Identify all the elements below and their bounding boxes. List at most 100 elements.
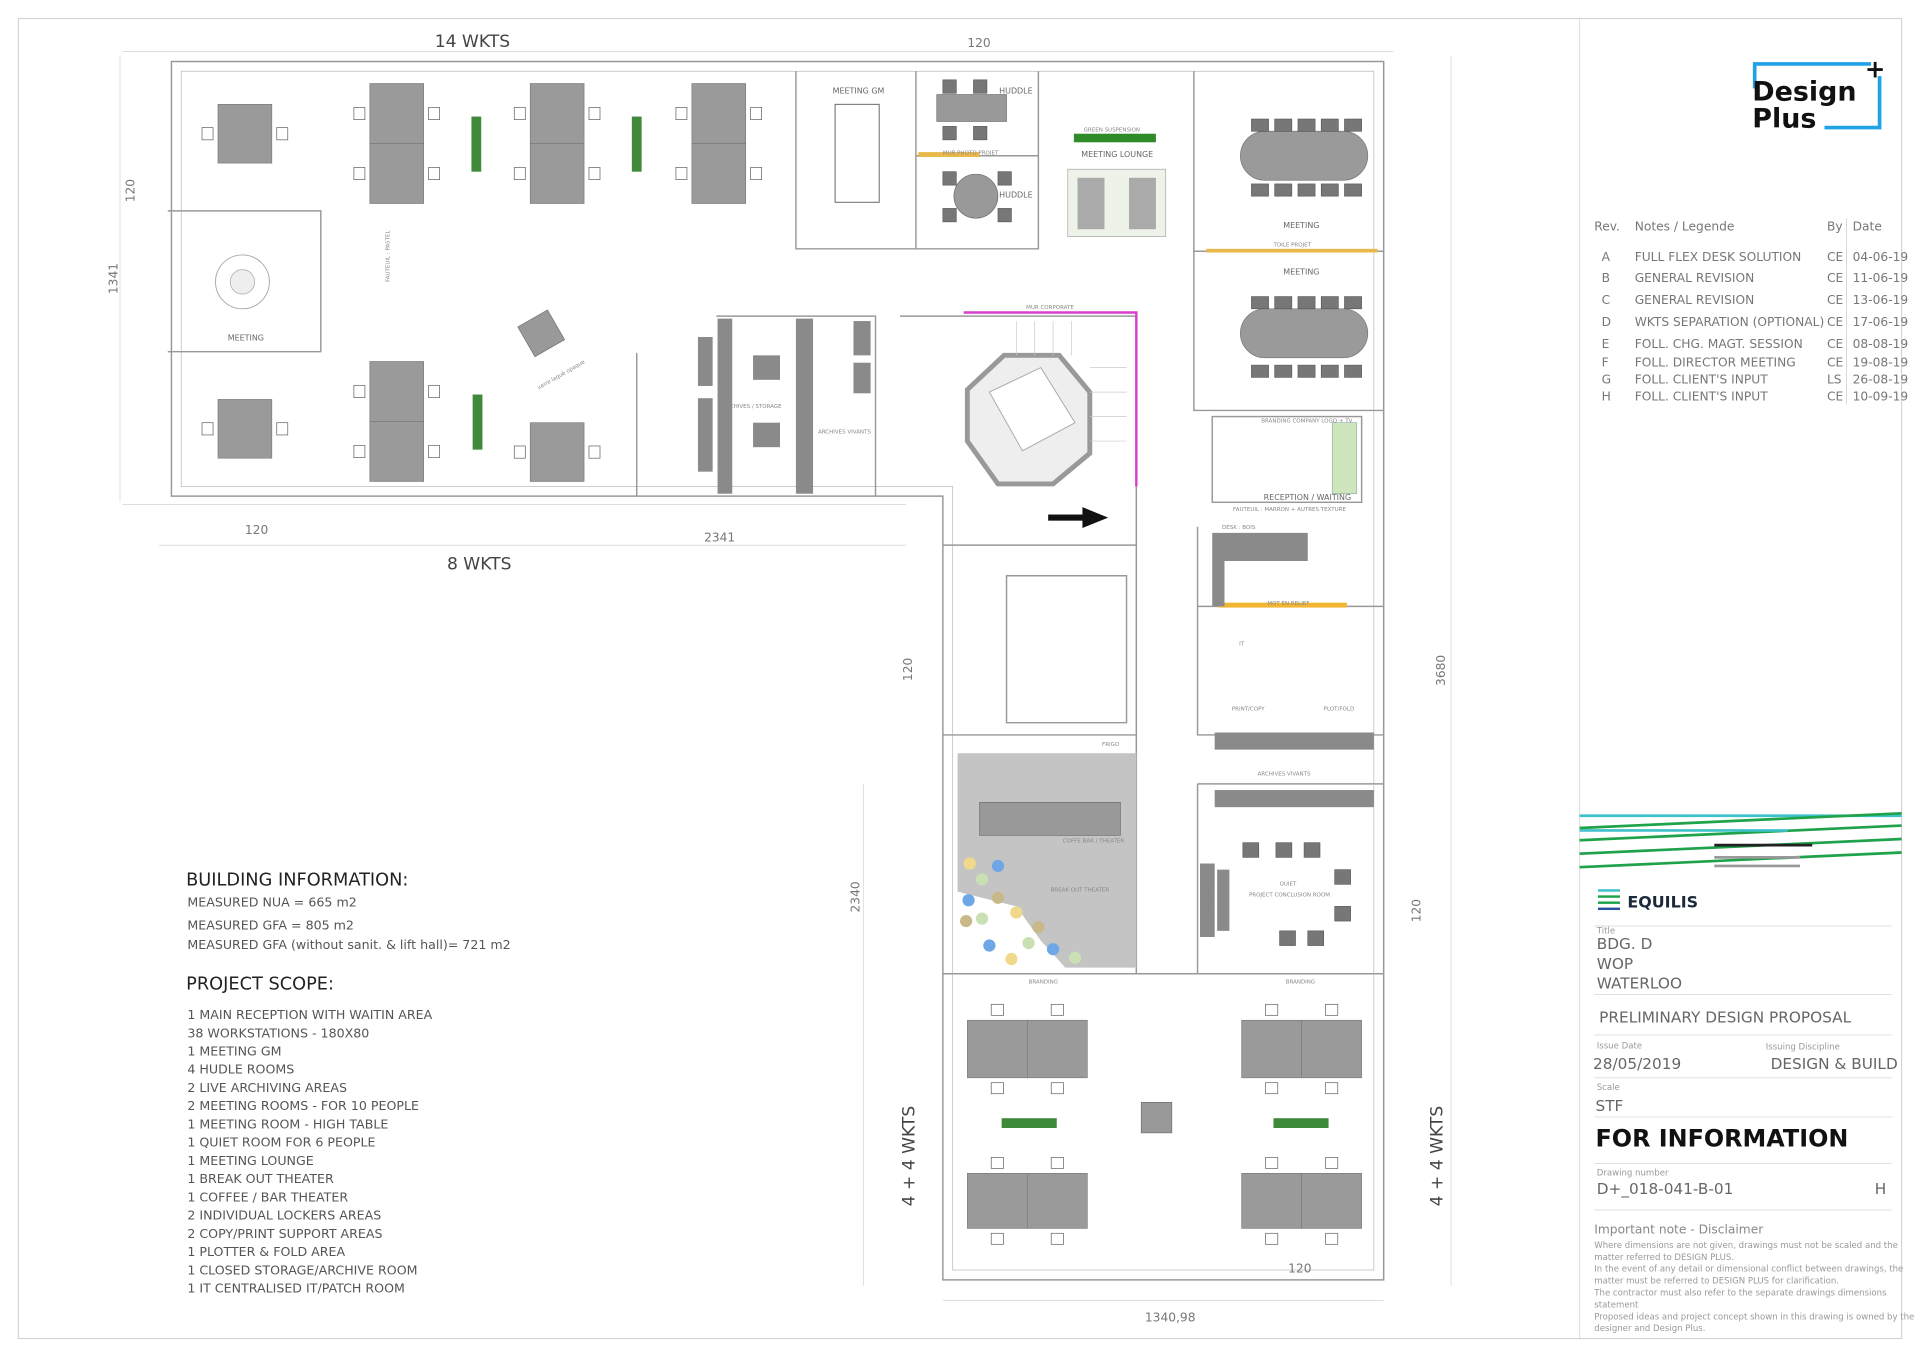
room-note: BRANDING [1286,980,1315,986]
disclaimer-line: matter must be referred to DESIGN PLUS f… [1594,1277,1839,1287]
breakout-stools [960,857,1082,966]
lift-core [964,321,1127,487]
workstation-desk [369,361,424,422]
title-block-rules [1594,925,1892,1211]
workstation-desk [529,422,585,482]
building-info-line: MEASURED GFA (without sanit. & lift hall… [187,937,510,952]
notes-header: Notes / Legende [1635,219,1735,233]
archive-cabinets [1214,790,1374,808]
room-label-meeting-gm: MEETING GM [833,86,885,95]
revision-note: FOLL. DIRECTOR MEETING [1635,355,1796,369]
meeting-chair [1251,296,1269,310]
title-label: Title [1596,926,1615,936]
revision-note: FOLL. CLIENT'S INPUT [1635,390,1769,404]
office-chair [1265,1082,1279,1095]
dim-label: 120 [967,36,990,50]
workstation-desk [369,421,424,482]
project-scope-item: 2 COPY/PRINT SUPPORT AREAS [187,1226,382,1241]
workstation-desk [1027,1173,1088,1229]
client-name: EQUILIS [1627,893,1698,912]
room-note: BRANDING COMPANY LOGO + TV [1261,419,1352,425]
dim-label: 2341 [704,530,735,544]
revision-note: FOLL. CLIENT'S INPUT [1635,373,1769,387]
dim-label: 1341 [107,263,121,294]
office-chair [588,107,601,121]
project-scope-item: 1 QUIET ROOM FOR 6 PEOPLE [187,1135,375,1150]
date-header: Date [1853,219,1882,233]
rev-header: Rev. [1594,219,1620,233]
room-note: FAUTEUIL : MARRON + AUTRES TEXTURE [1233,507,1346,513]
meeting-chair [1344,296,1362,310]
revision-by: CE [1827,337,1843,351]
room-label-archives-vivants: ARCHIVES VIVANTS [1258,771,1311,777]
corporate-wall [963,311,1138,487]
revision-note: GENERAL REVISION [1635,293,1755,307]
office-chair [353,444,366,458]
revision-rev: G [1602,373,1611,387]
disclaimer-line: statement [1594,1300,1639,1310]
revision-by: CE [1827,250,1843,264]
revision-rev: C [1602,293,1611,307]
meeting-chair [1251,118,1269,132]
design-plus-logo: Design Plus + [1752,54,1885,134]
workstation-desks [201,83,1362,1245]
room-note: MUR CORPORATE [1026,305,1074,311]
meeting-chair [1242,842,1260,858]
workstation-desk [217,104,273,164]
office-chair [990,1157,1004,1169]
office-chair [353,167,366,181]
title-line: WATERLOO [1597,974,1682,992]
green-suspension [1073,133,1156,143]
meeting-chair [1274,183,1293,197]
revision-by: CE [1827,355,1843,369]
scale: STF [1596,1097,1624,1115]
room-note: BRANDING [1029,980,1058,986]
revision-date: 10-09-19 [1853,390,1909,404]
project-scope-item: 4 HUDLE ROOMS [187,1062,294,1077]
meeting-chair [1320,364,1339,378]
photo-wall-strip [918,152,980,157]
huddle-chair [997,208,1012,223]
room-label-print-copy: PRINT/COPY [1232,706,1265,712]
project-scope-item: 2 MEETING ROOMS - FOR 10 PEOPLE [187,1098,419,1113]
office-chair [990,1232,1004,1245]
room-label-it: IT [1239,642,1245,648]
revision-note: GENERAL REVISION [1635,271,1755,285]
sheet-border [17,18,1903,1340]
archive-cabinets [1214,732,1374,750]
status-text: FOR INFORMATION [1596,1124,1849,1152]
project-scope-item: 1 MEETING LOUNGE [187,1153,313,1168]
dim-label: 3680 [1434,655,1448,686]
project-scope-item: 1 MEETING ROOM - HIGH TABLE [187,1116,388,1131]
office-chair [1265,1003,1279,1016]
revision-note: WKTS SEPARATION (OPTIONAL) [1635,315,1825,329]
room-label-huddle: HUDDLE [999,190,1032,199]
huddle-chair [942,171,957,186]
meeting-chair [1297,364,1316,378]
workstation-desk [1027,1019,1088,1079]
room-note: DESK : BOIS [1222,525,1256,531]
disclaimer-text: Where dimensions are not given, drawings… [1593,1241,1914,1334]
workstation-desk [217,399,273,459]
logo-plus-icon: + [1865,54,1886,83]
lockers [1200,863,1215,937]
office-chair [428,107,440,121]
meeting-chair [1297,118,1316,132]
room-note: LOCKERS [1207,887,1213,913]
dimension-lines [119,51,1452,1301]
office-chair [1050,1003,1064,1016]
project-scope-item: 1 MAIN RECEPTION WITH WAITIN AREA [187,1007,432,1022]
project-scope-item: 1 PLOTTER & FOLD AREA [187,1244,345,1259]
office-chair [353,384,366,398]
meeting-chair [1251,183,1269,197]
meeting-chair [1344,118,1362,132]
revision-date: 26-08-19 [1853,373,1909,387]
revision-letter: H [1875,1180,1887,1198]
reception-desk [1212,532,1308,607]
office-chair [1265,1232,1279,1245]
inner-wall-line [180,70,1375,1271]
